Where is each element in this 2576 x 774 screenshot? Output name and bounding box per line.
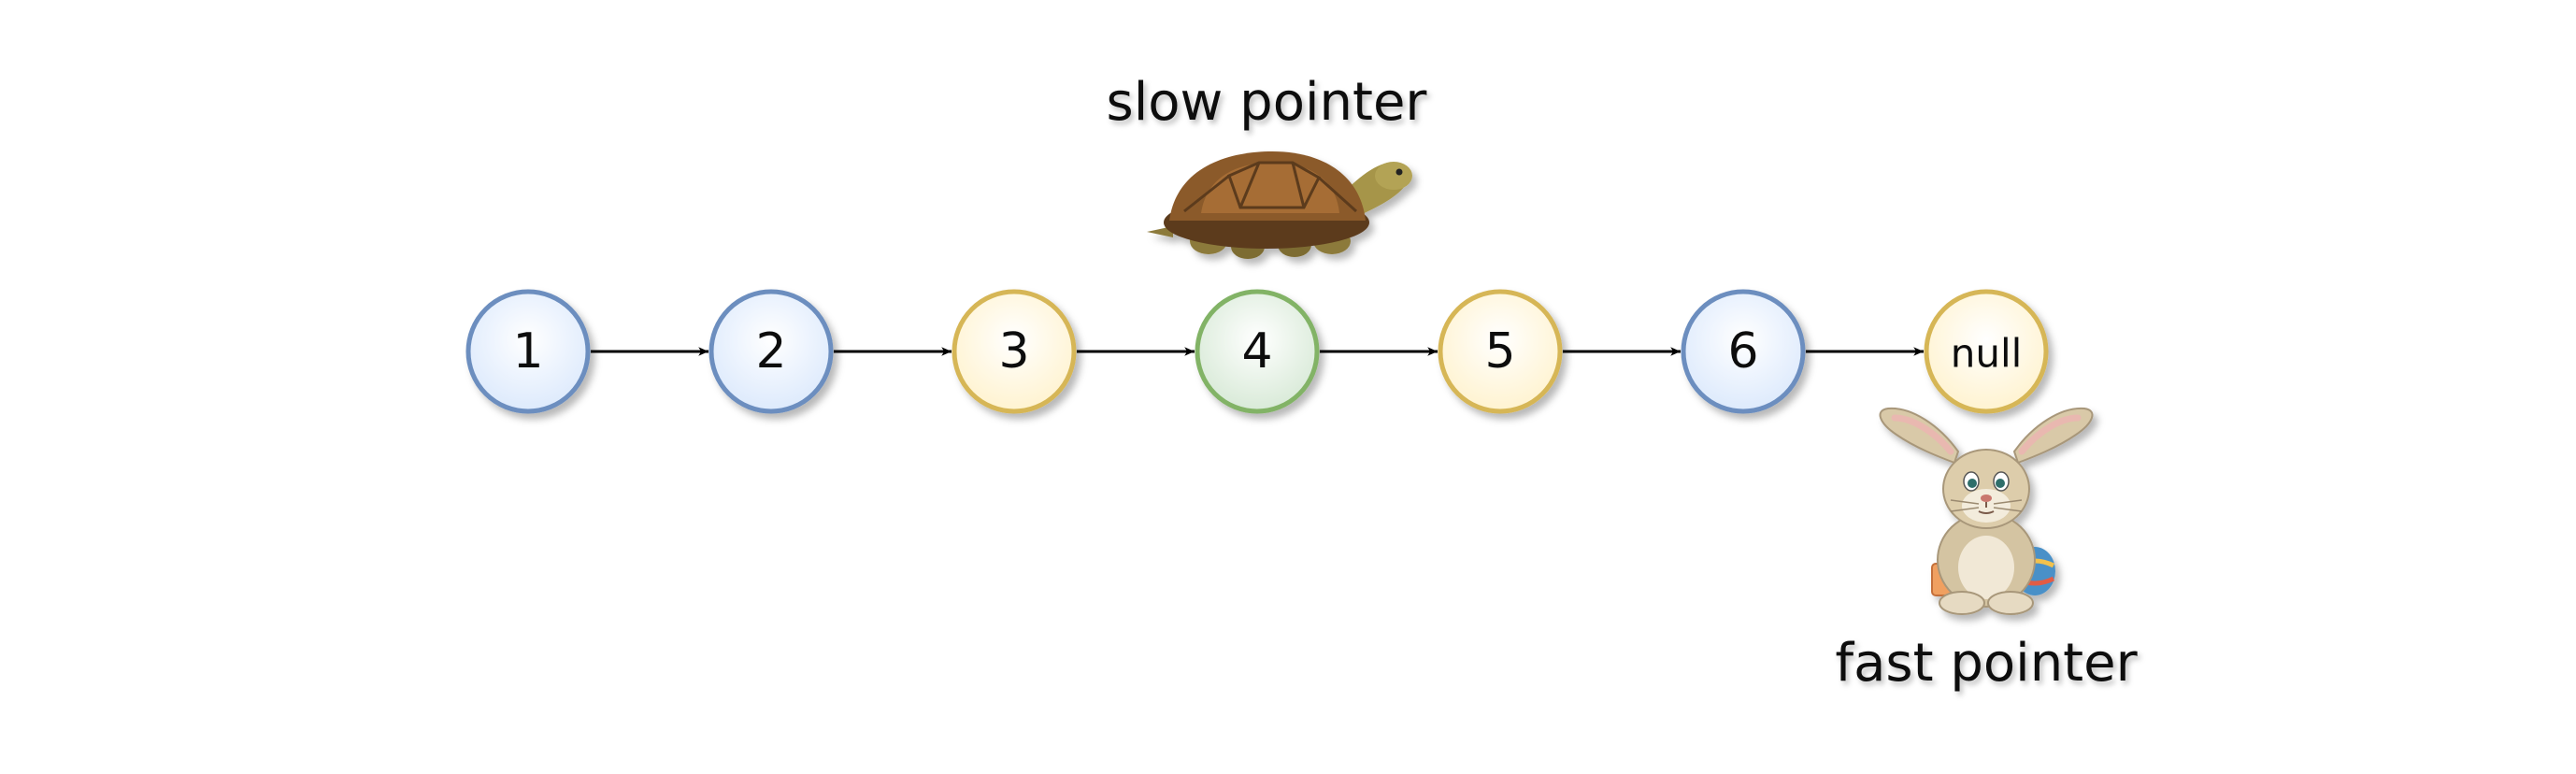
node-label: null [1951, 331, 2023, 377]
node-label: 6 [1727, 323, 1758, 380]
node-2: 2 [708, 289, 834, 414]
node-circle [1438, 289, 1563, 414]
node-null: null [1924, 289, 2049, 414]
slow-pointer-label: slow pointer [1107, 72, 1428, 133]
node-circle [1195, 289, 1320, 414]
node-circle [1681, 289, 1806, 414]
node-circle [952, 289, 1077, 414]
node-5: 5 [1438, 289, 1563, 414]
node-label: 5 [1484, 323, 1515, 380]
fast-pointer-label: fast pointer [1835, 633, 2138, 694]
node-1: 1 [465, 289, 591, 414]
node-circle [465, 289, 591, 414]
node-3: 3 [952, 289, 1077, 414]
node-circle [708, 289, 834, 414]
node-label: 3 [998, 323, 1029, 380]
node-4: 4 [1195, 289, 1320, 414]
turtle-icon [1147, 151, 1412, 259]
node-6: 6 [1681, 289, 1806, 414]
node-label: 1 [512, 323, 543, 380]
node-label: 4 [1241, 323, 1272, 380]
rabbit-icon [1879, 407, 2094, 615]
node-circle [1924, 289, 2049, 414]
node-label: 2 [755, 323, 786, 380]
